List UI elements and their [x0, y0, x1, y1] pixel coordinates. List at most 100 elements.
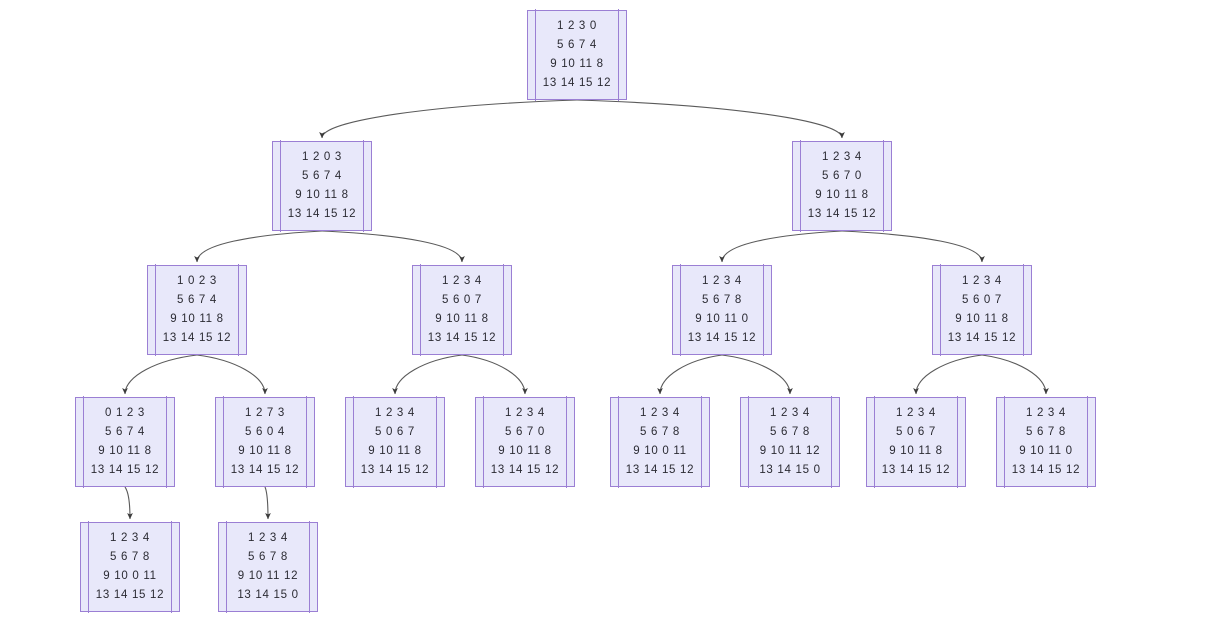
node-state-row: 1 2 3 4	[504, 407, 546, 419]
node-state-row: 5 6 7 4	[104, 426, 146, 438]
node-state-row: 9 10 11 8	[295, 189, 349, 201]
node-state-row: 0 1 2 3	[104, 407, 146, 419]
node-state-row: 9 10 11 0	[1019, 445, 1073, 457]
node-state-row: 9 10 11 12	[759, 445, 821, 457]
tree-edge	[721, 354, 793, 395]
node-state-row: 1 2 3 4	[441, 275, 483, 287]
tree-node[interactable]: 1 2 3 4 5 6 7 0 9 10 11 8 13 14 15 12	[475, 396, 575, 488]
node-state-row: 13 14 15 12	[490, 464, 560, 476]
node-state-row: 1 2 3 4	[374, 407, 416, 419]
node-state-row: 9 10 11 8	[170, 313, 224, 325]
tree-edge	[841, 230, 985, 263]
tree-node[interactable]: 1 2 3 4 5 6 7 8 9 10 11 0 13 14 15 12	[996, 396, 1096, 488]
node-state-row: 13 14 15 12	[542, 77, 612, 89]
tree-node[interactable]: 1 2 3 4 5 6 7 8 9 10 11 12 13 14 15 0	[740, 396, 840, 488]
tree-node[interactable]: 1 2 3 4 5 6 0 7 9 10 11 8 13 14 15 12	[932, 264, 1032, 356]
node-state-row: 5 0 6 7	[895, 426, 937, 438]
node-state-row: 13 14 15 12	[230, 464, 300, 476]
node-state-row: 13 14 15 12	[807, 208, 877, 220]
tree-node[interactable]: 1 2 3 4 5 6 0 7 9 10 11 8 13 14 15 12	[412, 264, 512, 356]
tree-edge	[122, 354, 198, 395]
node-state-row: 9 10 11 8	[498, 445, 552, 457]
node-state-row: 1 2 3 4	[769, 407, 811, 419]
tree-edge	[124, 486, 133, 520]
node-state-row: 1 2 3 4	[639, 407, 681, 419]
node-state-row: 5 6 7 0	[504, 426, 546, 438]
node-state-row: 1 2 3 4	[821, 151, 863, 163]
node-state-row: 5 6 7 8	[639, 426, 681, 438]
tree-node[interactable]: 1 2 3 0 5 6 7 4 9 10 11 8 13 14 15 12	[527, 9, 627, 101]
tree-node[interactable]: 1 2 0 3 5 6 7 4 9 10 11 8 13 14 15 12	[272, 140, 372, 232]
tree-node[interactable]: 1 2 3 4 5 6 7 0 9 10 11 8 13 14 15 12	[792, 140, 892, 232]
node-state-row: 9 10 11 12	[237, 570, 299, 582]
node-state-row: 9 10 11 8	[955, 313, 1009, 325]
tree-node[interactable]: 1 2 3 4 5 6 7 8 9 10 0 11 13 14 15 12	[610, 396, 710, 488]
node-state-row: 13 14 15 12	[625, 464, 695, 476]
node-state-row: 5 6 7 0	[821, 170, 863, 182]
node-state-row: 5 6 0 7	[961, 294, 1003, 306]
tree-edge	[321, 230, 465, 263]
node-state-row: 1 2 3 4	[961, 275, 1003, 287]
node-state-row: 5 6 7 4	[176, 294, 218, 306]
node-state-row: 5 0 6 7	[374, 426, 416, 438]
node-state-row: 9 10 11 8	[238, 445, 292, 457]
tree-edge	[913, 354, 983, 395]
tree-edge	[657, 354, 723, 395]
node-state-row: 13 14 15 12	[687, 332, 757, 344]
node-state-row: 13 14 15 12	[881, 464, 951, 476]
node-state-row: 1 2 0 3	[301, 151, 343, 163]
node-state-row: 5 6 0 7	[441, 294, 483, 306]
node-state-row: 13 14 15 12	[1011, 464, 1081, 476]
node-state-row: 9 10 0 11	[633, 445, 687, 457]
node-state-row: 5 6 7 8	[701, 294, 743, 306]
node-state-row: 13 14 15 12	[947, 332, 1017, 344]
node-state-row: 1 2 3 4	[109, 532, 151, 544]
tree-edge	[981, 354, 1049, 395]
node-state-row: 13 14 15 12	[427, 332, 497, 344]
tree-edge	[719, 230, 843, 263]
node-state-row: 13 14 15 0	[759, 464, 821, 476]
node-state-row: 9 10 11 8	[98, 445, 152, 457]
node-state-row: 5 6 7 8	[769, 426, 811, 438]
tree-node[interactable]: 1 2 3 4 5 0 6 7 9 10 11 8 13 14 15 12	[866, 396, 966, 488]
tree-edge	[264, 486, 271, 520]
tree-node[interactable]: 1 2 3 4 5 0 6 7 9 10 11 8 13 14 15 12	[345, 396, 445, 488]
node-state-row: 13 14 15 12	[162, 332, 232, 344]
tree-edge	[194, 230, 323, 263]
node-state-row: 1 2 3 4	[895, 407, 937, 419]
node-state-row: 9 10 11 8	[815, 189, 869, 201]
node-state-row: 1 2 3 4	[701, 275, 743, 287]
node-state-row: 1 2 3 0	[556, 20, 598, 32]
node-state-row: 1 2 3 4	[247, 532, 289, 544]
node-state-row: 1 2 3 4	[1025, 407, 1067, 419]
tree-node[interactable]: 0 1 2 3 5 6 7 4 9 10 11 8 13 14 15 12	[75, 396, 175, 488]
node-state-row: 13 14 15 12	[90, 464, 160, 476]
tree-node[interactable]: 1 0 2 3 5 6 7 4 9 10 11 8 13 14 15 12	[147, 264, 247, 356]
node-state-row: 5 6 7 8	[1025, 426, 1067, 438]
node-state-row: 9 10 11 8	[550, 58, 604, 70]
node-state-row: 9 10 11 8	[435, 313, 489, 325]
node-state-row: 5 6 7 4	[556, 39, 598, 51]
tree-edge	[196, 354, 268, 395]
node-state-row: 13 14 15 12	[287, 208, 357, 220]
node-state-row: 9 10 11 8	[889, 445, 943, 457]
tree-node[interactable]: 1 2 3 4 5 6 7 8 9 10 11 0 13 14 15 12	[672, 264, 772, 356]
tree-edge	[392, 354, 463, 395]
node-state-row: 5 6 7 8	[247, 551, 289, 563]
node-state-row: 13 14 15 12	[95, 589, 165, 601]
node-state-row: 9 10 0 11	[103, 570, 157, 582]
tree-node[interactable]: 1 2 3 4 5 6 7 8 9 10 11 12 13 14 15 0	[218, 521, 318, 613]
node-state-row: 13 14 15 12	[360, 464, 430, 476]
tree-edge	[461, 354, 528, 395]
tree-edge	[576, 99, 845, 139]
node-state-row: 9 10 11 0	[695, 313, 749, 325]
tree-edge	[319, 99, 578, 139]
node-state-row: 5 6 7 4	[301, 170, 343, 182]
node-state-row: 1 2 7 3	[244, 407, 286, 419]
node-state-row: 13 14 15 0	[237, 589, 299, 601]
node-state-row: 9 10 11 8	[368, 445, 422, 457]
node-state-row: 1 0 2 3	[176, 275, 218, 287]
